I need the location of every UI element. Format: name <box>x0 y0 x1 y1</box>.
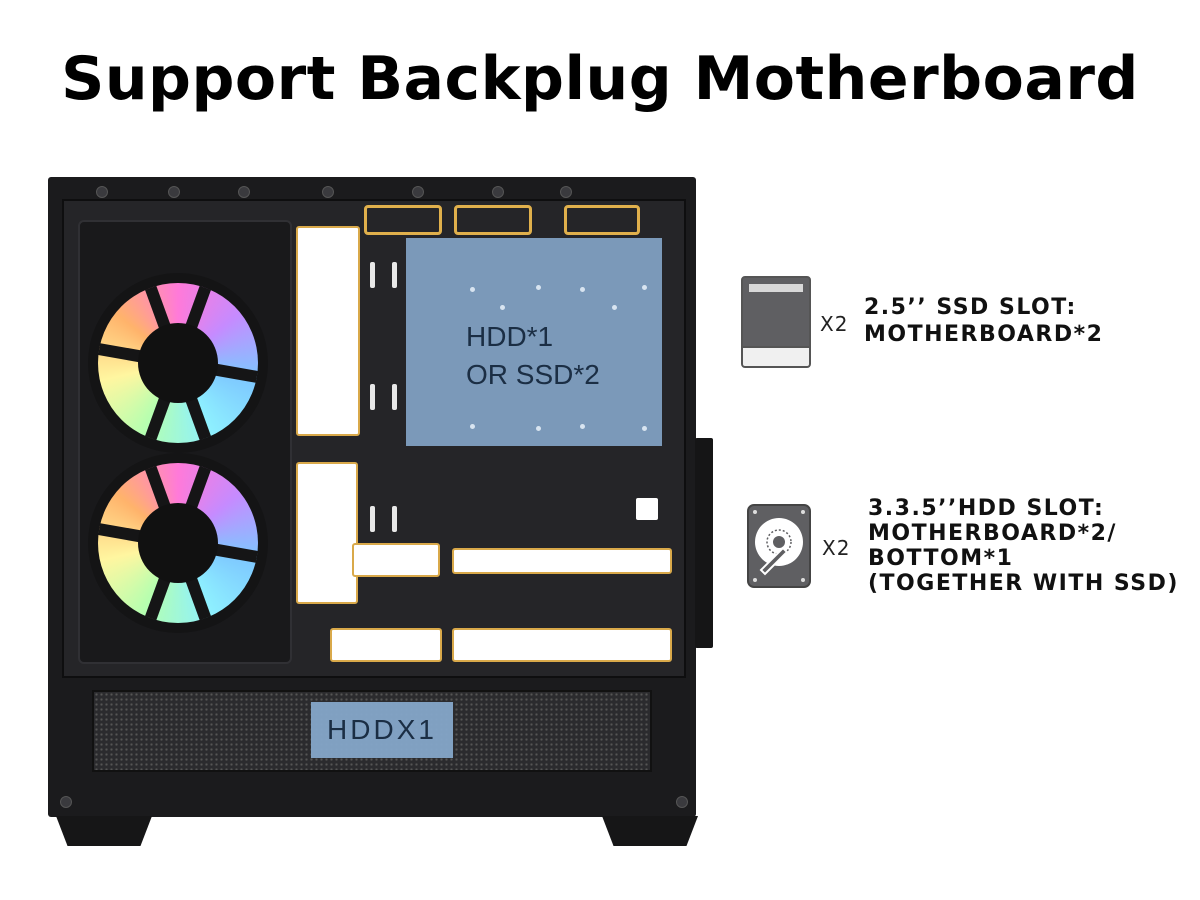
vent-slit <box>392 506 397 532</box>
mount-hole <box>500 305 505 310</box>
top-cable-slot <box>564 205 640 235</box>
fan-blade <box>98 343 258 383</box>
cable-cutout <box>296 462 358 604</box>
vent-slit <box>370 384 375 410</box>
screw <box>492 186 504 198</box>
vent-slit <box>370 506 375 532</box>
rgb-fan-icon <box>98 463 258 623</box>
cable-cutout <box>330 628 442 662</box>
screw <box>322 186 334 198</box>
cable-cutout <box>352 543 440 577</box>
mount-hole <box>470 424 475 429</box>
fan-blade <box>98 523 258 563</box>
rgb-fan-icon <box>98 283 258 443</box>
page-title: Support Backplug Motherboard <box>61 44 1139 114</box>
screw <box>560 186 572 198</box>
ssd-line: MOTHERBOARD*2 <box>864 322 1104 347</box>
bottom-bay-highlight <box>311 702 453 758</box>
hdd-line: (TOGETHER WITH SSD) <box>868 571 1179 596</box>
hdd-icon <box>747 504 811 588</box>
mount-hole <box>642 426 647 431</box>
screw <box>238 186 250 198</box>
mount-hole <box>536 426 541 431</box>
cable-tab <box>636 498 658 520</box>
cable-cutout <box>452 548 672 574</box>
hdd-qty: X2 <box>822 536 851 560</box>
hdd-line: BOTTOM*1 <box>868 546 1014 571</box>
mount-hole <box>642 285 647 290</box>
hdd-description: 3.3.5’’HDD SLOT: MOTHERBOARD*2/ BOTTOM*1… <box>868 496 1179 596</box>
top-cable-slot <box>364 205 442 235</box>
mount-hole <box>580 424 585 429</box>
case-foot-right <box>602 816 698 846</box>
mount-hole <box>612 305 617 310</box>
vent-slit <box>392 262 397 288</box>
ssd-description: 2.5’’ SSD SLOT: MOTHERBOARD*2 <box>864 294 1103 348</box>
vent-slit <box>392 384 397 410</box>
case-foot-left <box>56 816 152 846</box>
cable-cutout <box>296 226 360 436</box>
screw <box>60 796 72 808</box>
cable-cutout <box>452 628 672 662</box>
mount-hole <box>536 285 541 290</box>
hdd-line: 3.3.5’’HDD SLOT: <box>868 496 1105 521</box>
hdd-ssd-mount-area <box>406 238 662 446</box>
mount-hole <box>470 287 475 292</box>
top-cable-slot <box>454 205 532 235</box>
hdd-area-line2: OR SSD*2 <box>466 359 600 390</box>
ssd-qty: X2 <box>820 312 849 336</box>
hdd-area-line1: HDD*1 <box>466 321 554 352</box>
ssd-icon <box>741 276 811 368</box>
mount-hole <box>580 287 585 292</box>
hdd-area-label: HDD*1 OR SSD*2 <box>466 318 600 394</box>
bottom-bay-label: HDDX1 <box>327 714 437 745</box>
hdd-line: MOTHERBOARD*2/ <box>868 521 1117 546</box>
screw <box>676 796 688 808</box>
side-panel-edge <box>695 438 713 648</box>
vent-slit <box>370 262 375 288</box>
screw <box>168 186 180 198</box>
ssd-line: 2.5’’ SSD SLOT: <box>864 295 1077 320</box>
screw <box>96 186 108 198</box>
screw <box>412 186 424 198</box>
